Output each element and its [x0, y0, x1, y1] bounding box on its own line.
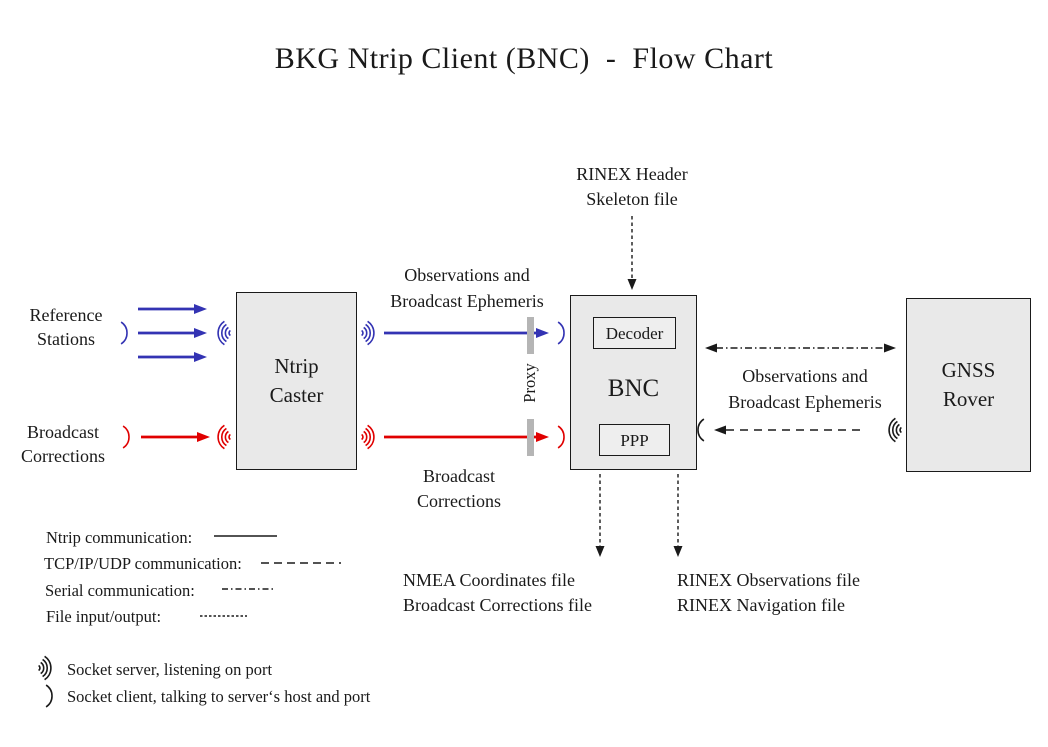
rinex-skeleton-input-arrow: [627, 216, 637, 290]
proxy-bar-top: [527, 317, 534, 354]
node-decoder: Decoder: [593, 317, 676, 349]
observations-stream-arrow: [384, 328, 549, 338]
node-gnss-rover: GNSS Rover: [906, 298, 1031, 472]
broadcast-corrections-stream-label: Broadcast Corrections: [417, 466, 501, 511]
gnss-rover-label-line2: Rover: [942, 387, 995, 411]
broadcast-corrections-input-label: Broadcast Corrections: [21, 422, 105, 466]
ntrip-caster-label-line2: Caster: [269, 383, 324, 407]
observations-rover-label: Observations and Broadcast Ephemeris: [728, 366, 882, 412]
socket-client-icon-legend: [45, 684, 53, 708]
socket-server-icon-caster-left-blue: [217, 320, 231, 346]
corrections-stream-arrow: [384, 432, 549, 442]
rinex-header-skeleton-label: RINEX Header Skeleton file: [576, 164, 688, 209]
socket-server-icon-legend: [38, 655, 52, 681]
decoder-label: Decoder: [605, 323, 664, 343]
page-title: BKG Ntrip Client (BNC) - Flow Chart: [274, 42, 774, 75]
legend-item-tcp: TCP/IP/UDP communication:: [44, 554, 242, 573]
socket-server-icon-rover: [888, 417, 902, 443]
socket-client-icon-bnc-right: [697, 418, 705, 442]
socket-client-icon-bnc-blue: [557, 321, 565, 345]
legend-item-file: File input/output:: [46, 607, 162, 626]
ntrip-caster-label-line1: Ntrip: [274, 354, 319, 378]
socket-server-icon-caster-right-red: [361, 424, 375, 450]
socket-client-icon-corrections: [122, 425, 130, 449]
legend-item-ntrip: Ntrip communication:: [46, 528, 193, 547]
socket-server-legend-label: Socket server, listening on port: [67, 660, 273, 679]
socket-client-icon-reference: [120, 321, 128, 345]
tcp-link-arrow: [714, 425, 866, 435]
gnss-rover-label-line1: GNSS: [941, 358, 996, 382]
reference-stations-label: Reference Stations: [29, 305, 103, 349]
node-bnc: Decoder BNC PPP: [570, 295, 697, 470]
rinex-output-label: RINEX Observations file RINEX Navigation…: [677, 570, 860, 615]
socket-client-icon-bnc-red: [557, 425, 565, 449]
socket-server-icon-caster-right-blue: [361, 320, 375, 346]
proxy-label: Proxy: [520, 363, 539, 403]
ppp-label: PPP: [620, 430, 649, 450]
bnc-output-arrow-right: [673, 474, 683, 557]
socket-server-icon-caster-left-red: [217, 424, 231, 450]
socket-client-legend-label: Socket client, talking to server‘s host …: [67, 687, 371, 706]
node-ppp: PPP: [599, 424, 670, 456]
legend-item-serial: Serial communication:: [45, 581, 195, 600]
broadcast-corrections-input-arrow: [141, 432, 210, 442]
bnc-output-arrow-left: [595, 474, 605, 557]
serial-link-arrow: [705, 343, 896, 353]
proxy-bar-bottom: [527, 419, 534, 456]
nmea-output-label: NMEA Coordinates file Broadcast Correcti…: [403, 570, 592, 615]
reference-stations-arrows: [138, 304, 207, 362]
bnc-label: BNC: [607, 375, 660, 402]
node-ntrip-caster: Ntrip Caster: [236, 292, 357, 470]
observations-top-label: Observations and Broadcast Ephemeris: [390, 265, 544, 311]
